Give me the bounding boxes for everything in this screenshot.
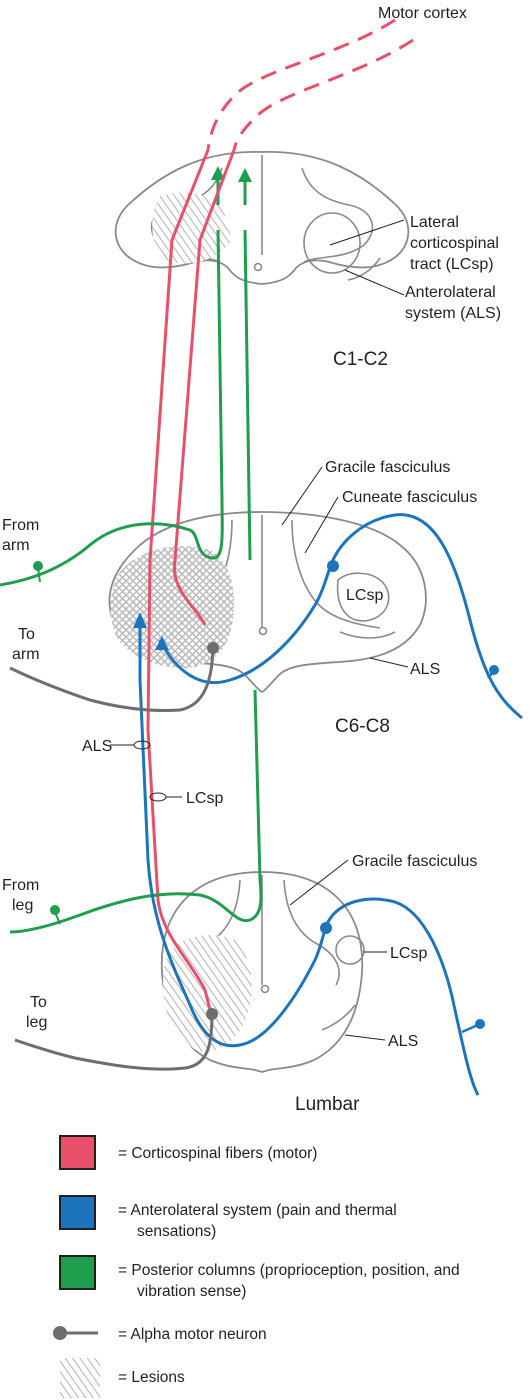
legend-swatch-lesions (60, 1358, 100, 1398)
to-arm-label-line1: To (18, 626, 35, 643)
c6c8-cord-section (108, 511, 427, 694)
lateral-cst-label-line2: corticospinal (410, 235, 499, 252)
gracile-label-lumbar: Gracile fasciculus (352, 853, 477, 870)
als-lumbar-label: ALS (388, 1033, 418, 1050)
lumbar-section-label: Lumbar (295, 1094, 360, 1115)
als-label-line2: system (ALS) (405, 305, 501, 322)
legend-swatch-corticospinal (59, 1135, 96, 1170)
to-arm-label-line2: arm (12, 646, 40, 663)
legend-swatch-alpha (53, 1326, 98, 1340)
legend-corticospinal-text: = Corticospinal fibers (motor) (118, 1145, 317, 1162)
to-leg-label-line1: To (30, 994, 47, 1011)
legend-swatch-als (59, 1195, 96, 1230)
lumbar-cord-section (160, 871, 365, 1073)
c1c2-cord-section (114, 151, 410, 285)
to-leg-label-line2: leg (26, 1014, 47, 1031)
alpha-motor-neurons (9, 642, 219, 1071)
motor-cortex-label: Motor cortex (378, 5, 467, 22)
legend-swatch-posterior (59, 1255, 96, 1290)
als-label-line1: Anterolateral (405, 284, 496, 301)
from-leg-label-line2: leg (12, 897, 33, 914)
lateral-cst-label-line1: Lateral (410, 214, 459, 231)
lumbar-lesion (163, 935, 252, 1052)
legend-als-text-2: sensations) (137, 1223, 216, 1240)
corticospinal-fibers (146, 18, 414, 1011)
from-arm-label-line2: arm (2, 537, 30, 554)
diagram-labels: Motor cortex Lateral corticospinal tract… (2, 5, 501, 1115)
posterior-columns (0, 229, 263, 934)
gracile-label-c6: Gracile fasciculus (325, 459, 450, 476)
from-arm-label-line1: From (2, 517, 39, 534)
legend-posterior-text-2: vibration sense) (137, 1283, 246, 1300)
legend: = Corticospinal fibers (motor) = Anterol… (53, 1135, 460, 1398)
lcsp-c6-label: LCsp (346, 587, 383, 604)
legend-alpha-text: = Alpha motor neuron (118, 1326, 267, 1343)
lcsp-lumbar-label: LCsp (390, 945, 427, 962)
lateral-cst-label-line3: tract (LCsp) (410, 256, 494, 273)
c6c8-section-label: C6-C8 (335, 716, 390, 737)
c1c2-section-label: C1-C2 (333, 349, 388, 370)
legend-lesions-text: = Lesions (118, 1369, 185, 1386)
legend-als-text-1: = Anterolateral system (pain and thermal (118, 1202, 397, 1219)
legend-posterior-text-1: = Posterior columns (proprioception, pos… (118, 1262, 460, 1279)
anterolateral-system (133, 513, 523, 1096)
cuneate-label: Cuneate fasciculus (342, 489, 477, 506)
leader-lines (110, 219, 409, 1041)
als-c6-label: ALS (410, 661, 440, 678)
lcsp-left-label: LCsp (186, 790, 223, 807)
from-leg-label-line1: From (2, 877, 39, 894)
als-left-label: ALS (82, 738, 112, 755)
